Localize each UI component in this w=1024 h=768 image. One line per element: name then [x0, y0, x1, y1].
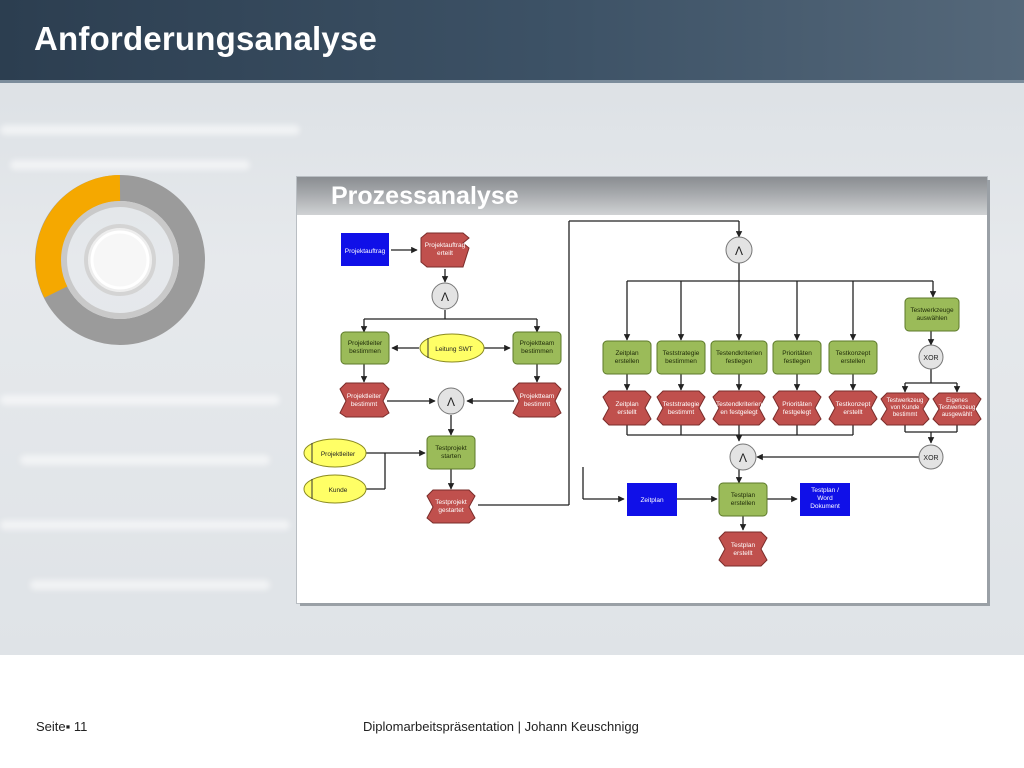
page-title: Anforderungsanalyse: [34, 20, 378, 57]
role-node-projektleiter: Projektleiter: [303, 438, 367, 468]
background-streak: [20, 455, 270, 465]
svg-text:Λ: Λ: [735, 244, 743, 258]
and-connector: Λ: [725, 236, 753, 264]
svg-text:Λ: Λ: [447, 395, 455, 409]
xor-connector: XOR: [918, 444, 944, 470]
svg-text:Leitung SWT: Leitung SWT: [435, 346, 473, 353]
svg-text:XOR: XOR: [923, 455, 938, 462]
footer-page-label: Seite: [36, 719, 66, 734]
svg-text:Λ: Λ: [441, 290, 449, 304]
svg-text:XOR: XOR: [923, 355, 938, 362]
svg-text:Λ: Λ: [739, 451, 747, 465]
panel-title: Prozessanalyse: [331, 182, 519, 210]
title-bar: Anforderungsanalyse: [0, 0, 1024, 82]
panel-header: Prozessanalyse: [297, 177, 987, 215]
role-node-leitung-swt: Leitung SWT: [419, 333, 485, 363]
and-connector: Λ: [729, 443, 757, 471]
background-streak: [0, 520, 290, 530]
info-node-projektauftrag: Projektauftrag: [341, 233, 389, 266]
svg-text:Zeitplan: Zeitplan: [640, 497, 664, 504]
footer-page-number: Seite▪ 11: [36, 719, 87, 734]
and-connector: Λ: [431, 282, 459, 310]
role-node-kunde: Kunde: [303, 474, 367, 504]
svg-text:Kunde: Kunde: [329, 487, 348, 494]
background-streak: [0, 125, 300, 135]
page-number: 11: [73, 719, 88, 734]
svg-text:Projektleiter: Projektleiter: [321, 451, 356, 458]
bullet-icon: ▪: [65, 719, 74, 734]
background-streak: [0, 395, 280, 405]
connector-lines: [360, 220, 961, 531]
svg-text:Projektauftrag: Projektauftrag: [345, 248, 386, 255]
title-divider: [0, 80, 1024, 83]
background-streak: [10, 160, 250, 170]
background-streak: [30, 580, 270, 590]
info-node-zeitplan: Zeitplan: [627, 483, 677, 516]
and-connector: Λ: [437, 387, 465, 415]
xor-connector: XOR: [918, 344, 944, 370]
puzzle-ring-icon: [35, 175, 205, 345]
footer-text: Diplomarbeitspräsentation | Johann Keusc…: [363, 719, 639, 734]
